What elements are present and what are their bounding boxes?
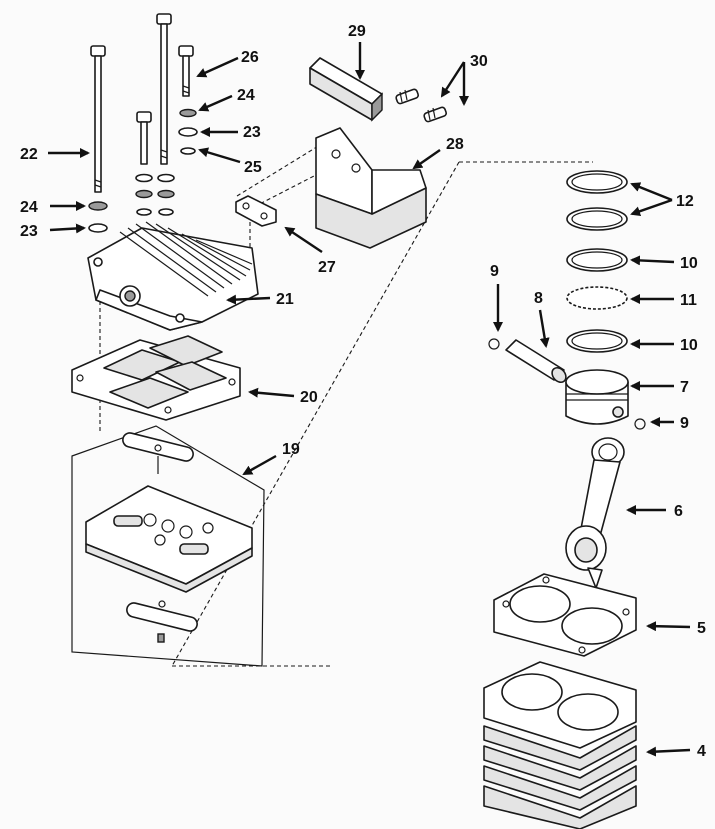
connecting-rod-part-6 xyxy=(565,437,625,589)
long-bolt-part-22 xyxy=(90,45,106,193)
bolt-part-26 xyxy=(178,45,194,97)
callout-12: 12 xyxy=(676,193,694,210)
callout-4: 4 xyxy=(697,743,706,760)
callout-7: 7 xyxy=(680,379,689,396)
washer-icon xyxy=(179,108,197,118)
callout-28: 28 xyxy=(446,136,464,153)
callout-29: 29 xyxy=(348,23,366,40)
callout-19: 19 xyxy=(282,441,300,458)
washer-icon xyxy=(178,127,198,137)
callout-22: 22 xyxy=(20,146,38,163)
callout-21: 21 xyxy=(276,291,294,308)
cylinder-head-part-21 xyxy=(87,221,259,331)
piston-part-7 xyxy=(565,369,629,425)
cylinder-block-part-4 xyxy=(483,661,637,829)
callout-6: 6 xyxy=(674,503,683,520)
callout-20: 20 xyxy=(300,389,318,406)
washer-icon xyxy=(180,147,196,155)
long-bolt-center xyxy=(156,13,172,165)
fittings-part-30 xyxy=(395,88,448,123)
gasket-part-27 xyxy=(235,195,277,227)
piston-ring-icon xyxy=(566,286,628,310)
valve-plate-assembly-part-19 xyxy=(71,425,265,667)
piston-ring-icon xyxy=(566,207,628,231)
piston-ring-icon xyxy=(566,248,628,272)
piston-ring-icon xyxy=(566,329,628,353)
callout-26: 26 xyxy=(241,49,259,66)
callout-24-left: 24 xyxy=(20,199,38,216)
gasket-icon xyxy=(235,195,277,227)
callout-25: 25 xyxy=(244,159,262,176)
callout-labels: 29 30 26 24 23 25 22 28 12 24 23 27 10 9… xyxy=(20,23,706,760)
wrist-pin-part-8 xyxy=(505,339,567,384)
clip-part-9a xyxy=(488,338,500,350)
callout-9-left: 9 xyxy=(490,263,499,280)
valve-gasket-part-20 xyxy=(71,335,241,421)
callout-8: 8 xyxy=(534,290,543,307)
piston-rings xyxy=(566,170,628,353)
callout-24-top: 24 xyxy=(237,87,255,104)
short-bolt xyxy=(136,111,152,165)
callout-arrows xyxy=(48,42,691,757)
mounting-bracket-part-28 xyxy=(315,127,427,249)
callout-11: 11 xyxy=(680,292,697,309)
callout-23-top: 23 xyxy=(243,124,261,141)
callout-23-left: 23 xyxy=(20,223,38,240)
callout-27: 27 xyxy=(318,259,336,276)
head-gasket-part-5 xyxy=(493,573,637,657)
piston-ring-icon xyxy=(566,170,628,194)
clip-part-9b xyxy=(634,418,646,430)
intake-filter-part-29 xyxy=(309,57,383,122)
callout-30: 30 xyxy=(470,53,488,70)
callout-10-top: 10 xyxy=(680,255,698,272)
callout-9-right: 9 xyxy=(680,415,689,432)
callout-5: 5 xyxy=(697,620,706,637)
washer-set xyxy=(88,108,198,233)
callout-10-bottom: 10 xyxy=(680,337,698,354)
